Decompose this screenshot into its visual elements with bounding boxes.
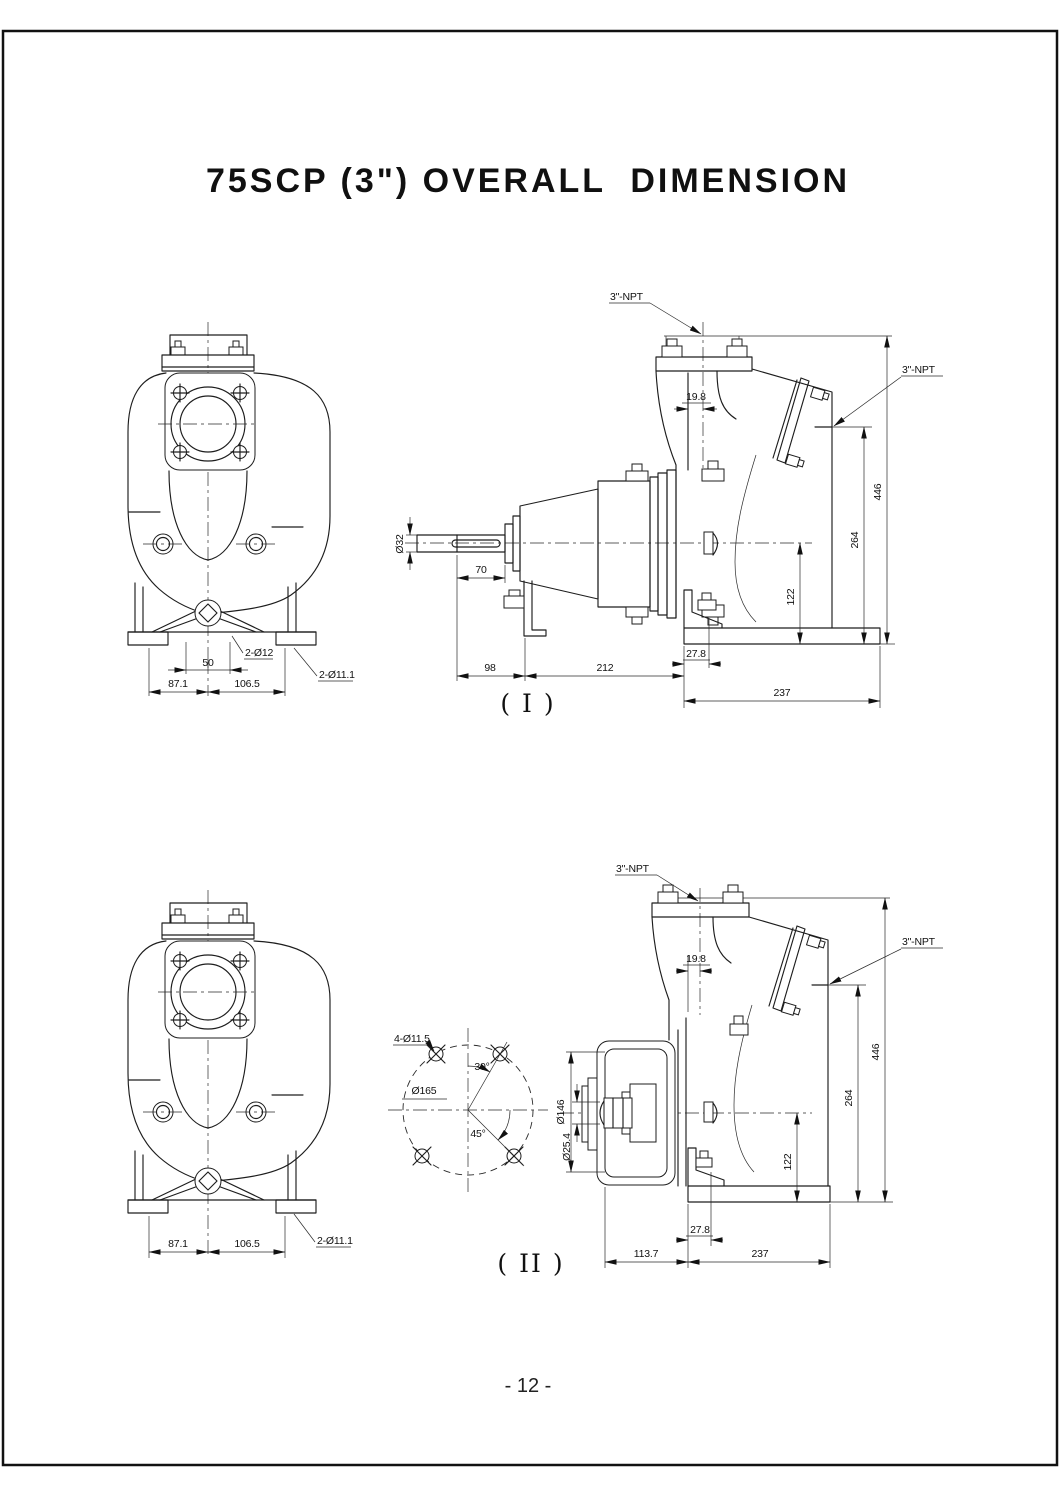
note-holes-111: 2-Ø11.1 (317, 1235, 353, 1247)
side-view-2: 19.8 3"-NPT 3"-NPT Ø146 Ø25.4 27.8 113.7… (497, 863, 943, 1278)
dim-shaft-dia: Ø32 (394, 534, 406, 554)
dim-angle-45: 45° (470, 1128, 485, 1140)
dim-27-8: 27.8 (690, 1224, 710, 1236)
note-discharge-npt: 3"-NPT (902, 364, 936, 376)
dim-446: 446 (872, 483, 884, 500)
dim-right-offset: 106.5 (234, 678, 260, 690)
dim-bolt-circle: Ø165 (412, 1085, 437, 1097)
dim-offset-19-8: 19.8 (686, 953, 706, 965)
dim-212: 212 (597, 662, 614, 674)
side-view-1: 19.8 3"-NPT 3"-NPT Ø32 70 98 212 27.8 (394, 291, 943, 718)
dim-122: 122 (782, 1153, 794, 1170)
note-suction-npt: 3"-NPT (616, 863, 650, 875)
flange-bolt-circle-view: 30° 45° 4-Ø11.5 Ø165 (388, 1028, 548, 1192)
dim-264: 264 (843, 1089, 855, 1106)
page-number: - 12 - (505, 1375, 552, 1397)
front-view-top-dimensions: 50 87.1 106.5 2-Ø12 2-Ø11.1 (148, 635, 355, 696)
note-discharge-npt: 3"-NPT (902, 936, 936, 948)
dim-264: 264 (849, 531, 861, 548)
dim-237: 237 (752, 1248, 769, 1260)
dim-122: 122 (785, 588, 797, 605)
dim-left-offset: 87.1 (168, 678, 188, 690)
dim-right-offset: 106.5 (234, 1238, 260, 1250)
dim-bolt-span: 50 (202, 657, 214, 669)
note-suction-npt: 3"-NPT (610, 291, 644, 303)
page-title: 75SCP (3") OVERALL DIMENSION (206, 162, 850, 200)
dim-446: 446 (870, 1043, 882, 1060)
dim-flange-dia: Ø146 (555, 1099, 567, 1124)
dim-27-8: 27.8 (686, 648, 706, 660)
note-holes-12: 2-Ø12 (245, 647, 274, 659)
page-border (1, 29, 1059, 1467)
note-holes-115: 4-Ø11.5 (394, 1033, 430, 1045)
front-view-bottom-dimensions: 87.1 106.5 2-Ø11.1 (148, 1213, 353, 1258)
dim-237: 237 (774, 687, 791, 699)
dim-offset-19-8: 19.8 (686, 391, 706, 403)
dim-70: 70 (475, 564, 487, 576)
view-2-caption: ( II ) (497, 1249, 564, 1278)
dim-left-offset: 87.1 (168, 1238, 188, 1250)
view-1-caption: ( I ) (500, 689, 555, 718)
note-holes-111: 2-Ø11.1 (319, 669, 355, 681)
dim-angle-30: 30° (474, 1061, 489, 1073)
pump-front-view-geometry (127, 322, 331, 672)
dim-98: 98 (484, 662, 496, 674)
dim-113-7: 113.7 (634, 1248, 659, 1260)
dim-shaft-dia: Ø25.4 (561, 1133, 573, 1161)
